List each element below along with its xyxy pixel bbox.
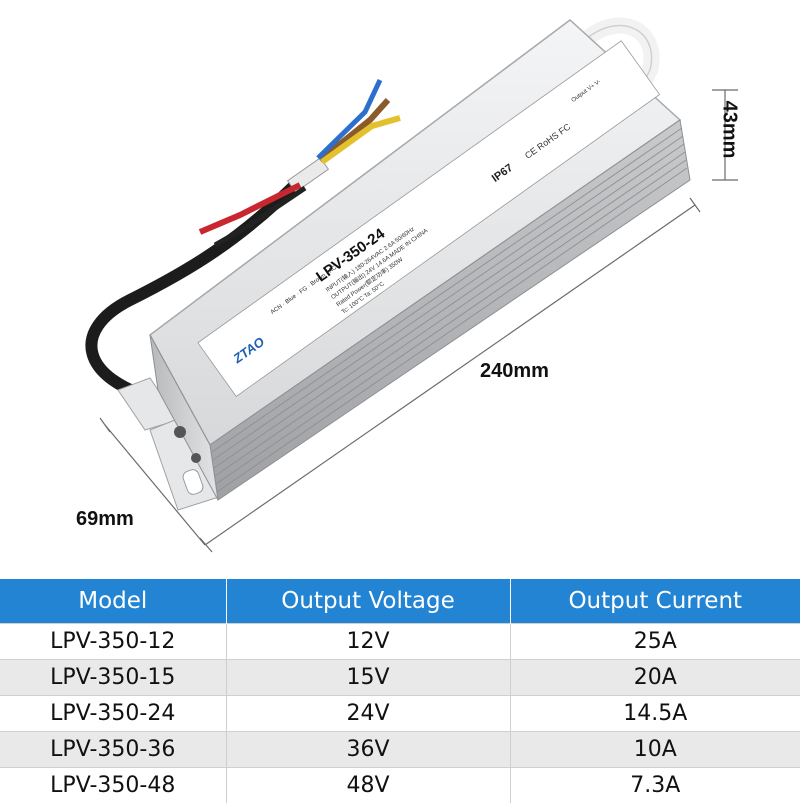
cell-model: LPV-350-15 (0, 660, 226, 696)
table-row: LPV-350-24 24V 14.5A (0, 696, 800, 732)
table-row: LPV-350-15 15V 20A (0, 660, 800, 696)
cell-model: LPV-350-24 (0, 696, 226, 732)
width-dimension-label: 69mm (76, 508, 134, 531)
length-dimension-label: 240mm (480, 360, 549, 383)
cell-voltage: 24V (226, 696, 510, 732)
header-output-voltage: Output Voltage (226, 579, 510, 624)
header-model: Model (0, 579, 226, 624)
table-row: LPV-350-12 12V 25A (0, 624, 800, 660)
power-supply-drawing: ZTAO ACN · Blue · FG · Brown · ACL LPV-3… (0, 0, 800, 578)
wire-brown (320, 100, 388, 160)
cell-voltage: 15V (226, 660, 510, 696)
cell-current: 7.3A (510, 768, 800, 803)
cell-model: LPV-350-36 (0, 732, 226, 768)
spec-table: Model Output Voltage Output Current LPV-… (0, 579, 800, 803)
cell-voltage: 36V (226, 732, 510, 768)
product-illustration: ZTAO ACN · Blue · FG · Brown · ACL LPV-3… (0, 0, 800, 578)
height-dimension-label: 43mm (717, 101, 740, 159)
cell-voltage: 12V (226, 624, 510, 660)
header-output-current: Output Current (510, 579, 800, 624)
table-row: LPV-350-36 36V 10A (0, 732, 800, 768)
cell-model: LPV-350-12 (0, 624, 226, 660)
cell-voltage: 48V (226, 768, 510, 803)
cell-current: 20A (510, 660, 800, 696)
table-header-row: Model Output Voltage Output Current (0, 579, 800, 624)
cell-current: 10A (510, 732, 800, 768)
cell-current: 14.5A (510, 696, 800, 732)
table-row: LPV-350-48 48V 7.3A (0, 768, 800, 803)
cell-model: LPV-350-48 (0, 768, 226, 803)
cell-current: 25A (510, 624, 800, 660)
